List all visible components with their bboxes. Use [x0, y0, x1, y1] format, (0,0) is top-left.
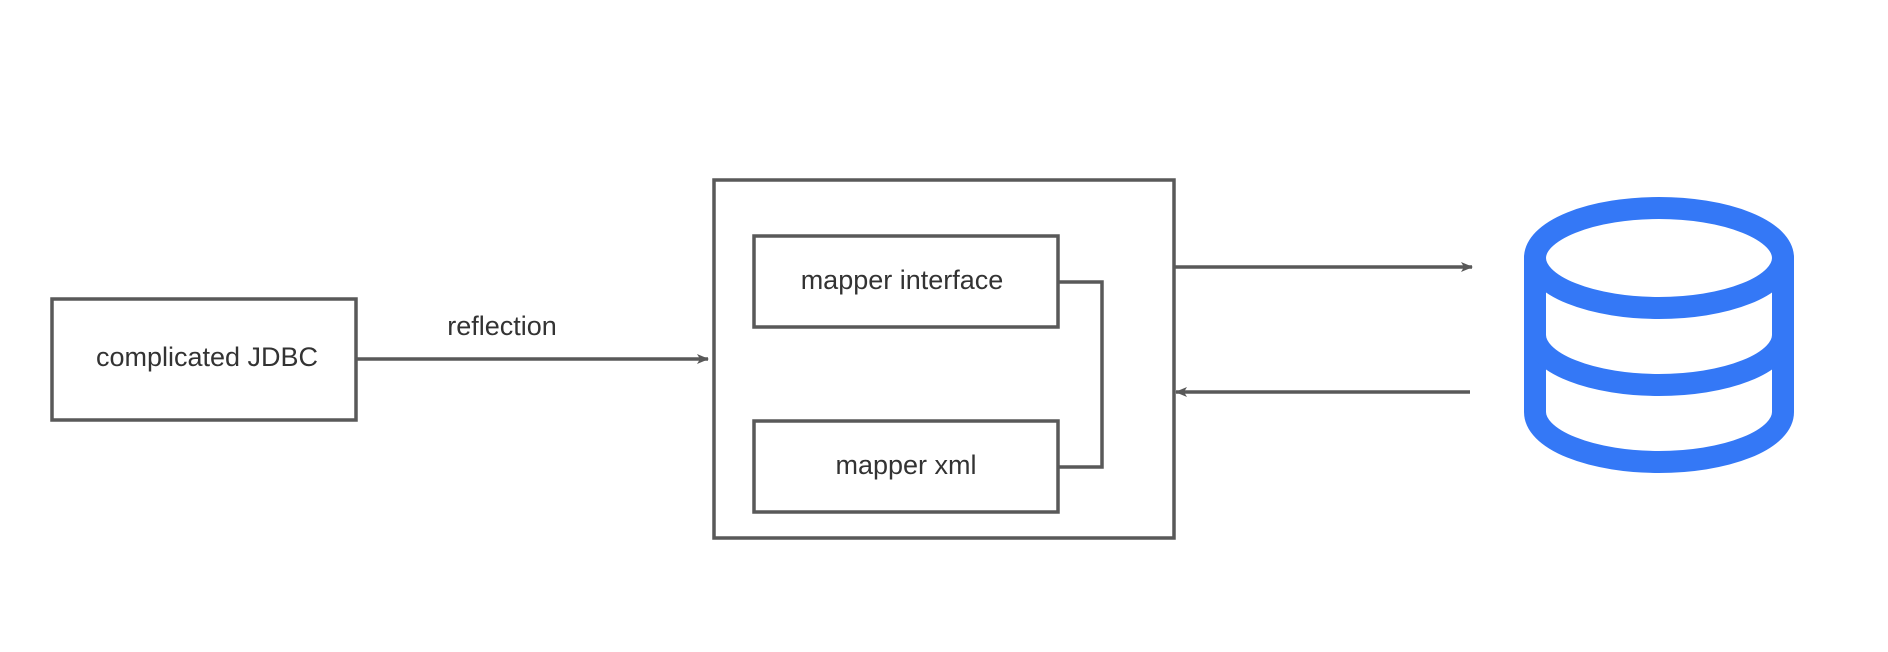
mybatis-container: mapper interface mapper xml — [712, 178, 1176, 540]
mapper-xml-label: mapper xml — [835, 450, 976, 480]
reflection-label: reflection — [447, 311, 557, 341]
jdbc-box: complicated JDBC — [50, 297, 358, 422]
mapper-xml-box: mapper xml — [752, 419, 1060, 514]
database-icon — [1524, 197, 1794, 473]
mapper-binding-connector — [1058, 280, 1104, 469]
mapper-interface-label: mapper interface — [801, 265, 1004, 295]
mapper-interface-box: mapper interface — [752, 234, 1060, 329]
reflection-arrow: reflection — [356, 311, 709, 364]
jdbc-box-label: complicated JDBC — [96, 342, 318, 372]
